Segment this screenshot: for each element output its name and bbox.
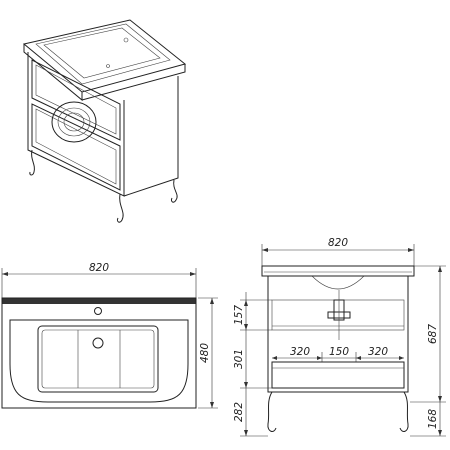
leg-height-right-label: 168: [427, 409, 439, 429]
isometric-view: [22, 19, 187, 223]
span-left-label: 320: [290, 346, 310, 358]
upper-height-label: 157: [233, 305, 245, 325]
top-depth-label: 480: [199, 343, 211, 363]
span-mid-label: 150: [329, 346, 349, 358]
leg-height-left-label: 282: [233, 402, 245, 422]
span-right-label: 320: [368, 346, 388, 358]
front-width-label: 820: [328, 237, 348, 249]
drawer-height-label: 301: [233, 349, 245, 369]
top-view: 820 480: [1, 262, 218, 409]
top-width-label: 820: [89, 262, 109, 274]
front-view: 820 320 150 320: [233, 237, 446, 437]
front-height-label: 687: [427, 324, 439, 344]
